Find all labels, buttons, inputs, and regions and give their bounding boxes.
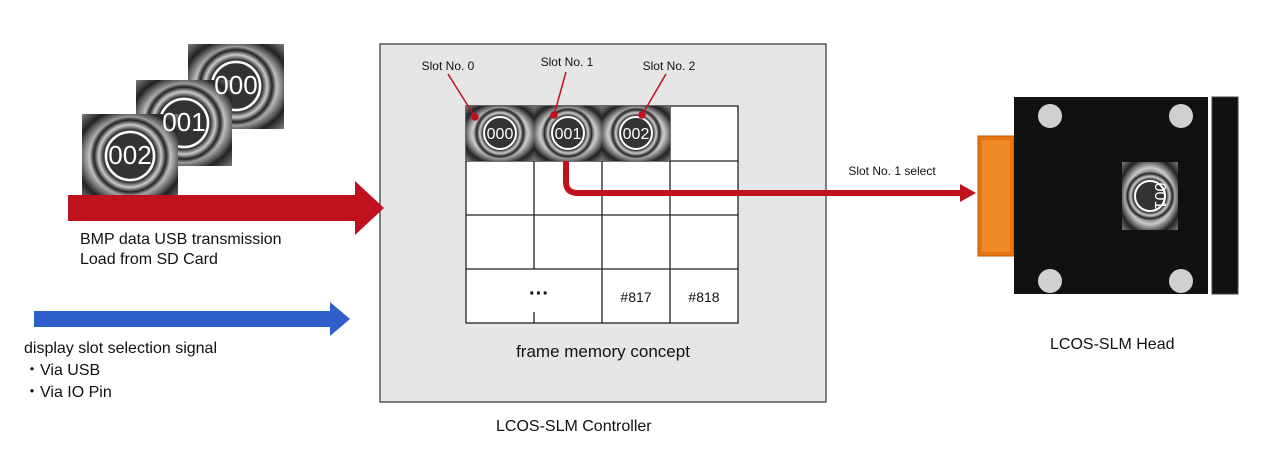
signal-via-usb: ・Via USB (24, 362, 101, 379)
slm-head (977, 96, 1239, 295)
memory-caption: frame memory concept (516, 342, 690, 361)
head-label: LCOS-SLM Head (1050, 336, 1175, 353)
ellipsis: ··· (529, 283, 549, 305)
slot-0-image (466, 106, 534, 161)
slot-817-label: #817 (620, 289, 651, 305)
transfer-label-1: BMP data USB transmission (80, 231, 282, 248)
head-side-plate (1211, 96, 1239, 295)
controller-label: LCOS-SLM Controller (496, 418, 652, 435)
slot-1-label: Slot No. 1 (541, 55, 594, 69)
bmp-001-number: 001 (162, 107, 205, 137)
signal-label: display slot selection signal (24, 340, 217, 357)
slot-0-number: 000 (487, 126, 514, 143)
slot-1-number: 001 (555, 126, 582, 143)
head-display-image (1122, 162, 1178, 230)
slot-1-pointer (553, 71, 567, 116)
slot-select-arrow (563, 161, 962, 196)
signal-arrow (34, 302, 350, 336)
transfer-label-2: Load from SD Card (80, 251, 218, 268)
slot-2-number: 002 (623, 126, 650, 143)
bmp-image-002 (82, 114, 178, 200)
slot-0-label: Slot No. 0 (422, 59, 475, 73)
slot-2-image (602, 106, 670, 161)
slot-2-label: Slot No. 2 (643, 59, 696, 73)
signal-via-io: ・Via IO Pin (24, 384, 112, 401)
head-image-number: 001 (1151, 183, 1168, 210)
slot-2-pointer (641, 73, 667, 116)
select-label: Slot No. 1 select (848, 164, 936, 178)
bmp-transfer-arrow (68, 181, 384, 235)
slot-1-image (534, 106, 602, 161)
bmp-002-number: 002 (108, 140, 151, 170)
slot-0-pointer (447, 73, 476, 118)
slot-818-label: #818 (688, 289, 719, 305)
bmp-000-number: 000 (214, 70, 257, 100)
